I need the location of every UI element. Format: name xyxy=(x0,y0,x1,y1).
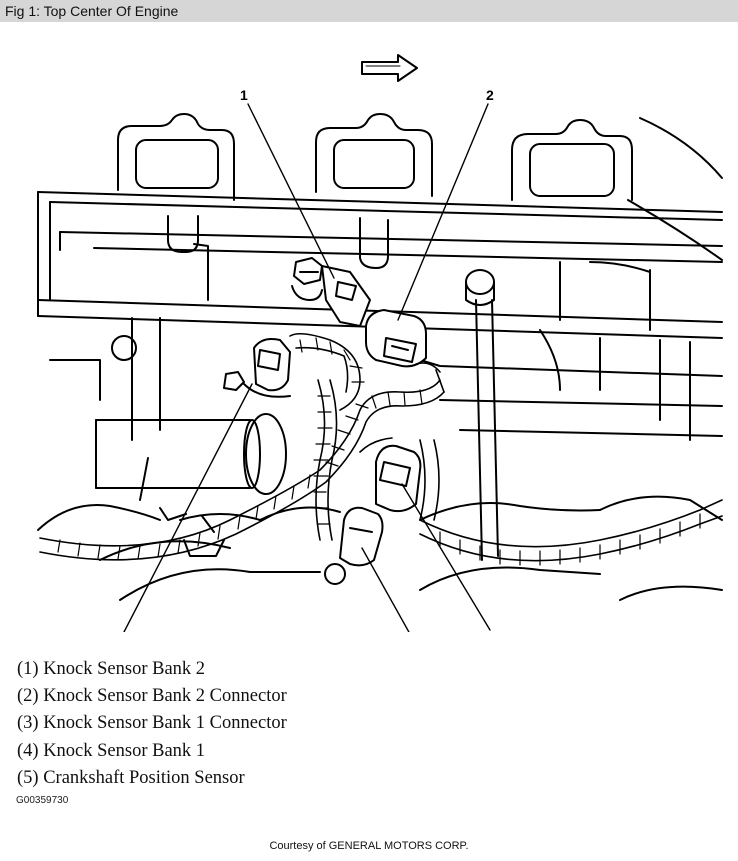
knock-sensor-bank-2-connector xyxy=(365,309,427,368)
knock-sensor-bank-2 xyxy=(291,257,371,327)
legend-item-knock-sensor-bank-1: (4) Knock Sensor Bank 1 xyxy=(17,740,206,761)
knock-sensor-bank-1-connector xyxy=(375,444,422,513)
legend-list: (1) Knock Sensor Bank 2 (2) Knock Sensor… xyxy=(17,656,287,792)
knock-sensor-bank-1 xyxy=(339,506,384,567)
callout-leader-lines xyxy=(123,103,491,632)
crank-cylinder xyxy=(95,413,287,495)
courtesy-credit: Courtesy of GENERAL MOTORS CORP. xyxy=(269,840,469,852)
figure-title-bar: Fig 1: Top Center Of Engine xyxy=(0,0,738,22)
figure-title: Fig 1: Top Center Of Engine xyxy=(5,3,179,19)
callout-2: 2 xyxy=(486,87,494,103)
legend-item-knock-sensor-bank-2-connector: (2) Knock Sensor Bank 2 Connector xyxy=(17,686,287,707)
wiring-harness xyxy=(39,332,723,566)
intake-runners xyxy=(117,113,723,261)
crankshaft-position-sensor xyxy=(223,338,291,398)
engine-diagram: 1 2 3 4 5 xyxy=(37,54,723,632)
legend-item-crankshaft-position-sensor: (5) Crankshaft Position Sensor xyxy=(17,767,245,788)
direction-arrow-icon xyxy=(361,54,418,82)
legend-item-knock-sensor-bank-2: (1) Knock Sensor Bank 2 xyxy=(17,659,206,679)
engine-block-mid xyxy=(49,269,723,561)
callout-3: 3 xyxy=(489,629,497,632)
legend-item-knock-sensor-bank-1-connector: (3) Knock Sensor Bank 1 Connector xyxy=(17,713,287,734)
callout-1: 1 xyxy=(240,87,248,103)
figure-code: G00359730 xyxy=(16,795,69,806)
lower-manifold xyxy=(37,457,723,601)
callout-4: 4 xyxy=(408,629,416,632)
callout-5: 5 xyxy=(114,631,122,632)
